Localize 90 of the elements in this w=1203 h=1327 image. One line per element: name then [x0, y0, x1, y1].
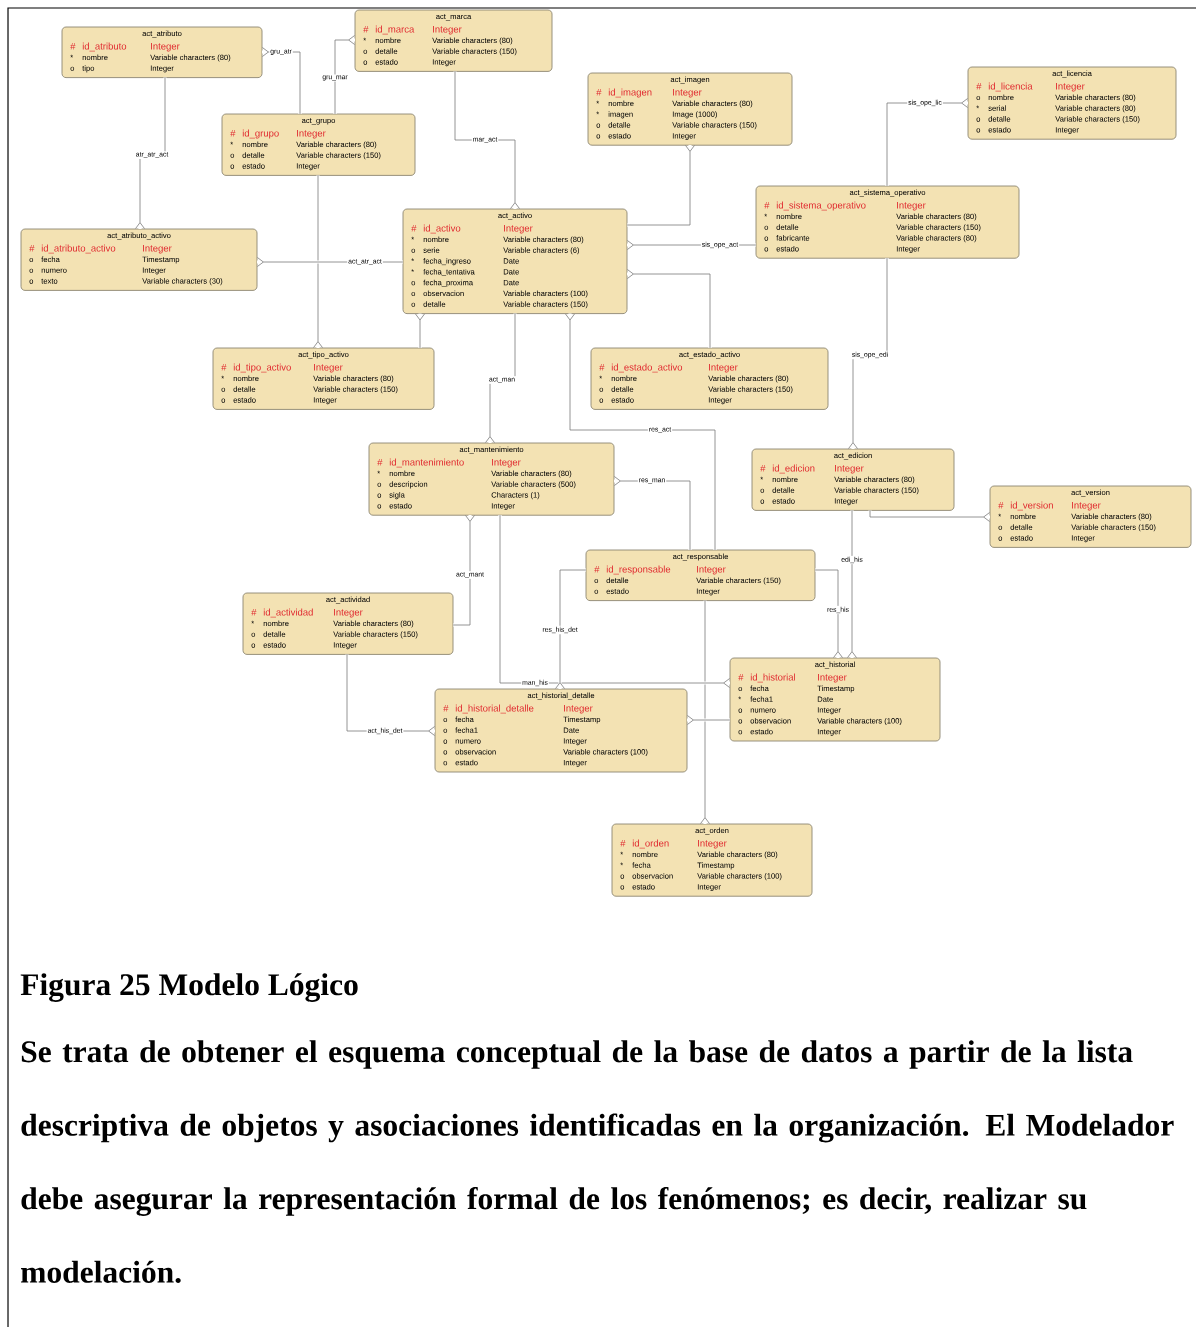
key-marker: # [976, 83, 982, 90]
relationship-line [262, 47, 302, 115]
key-marker: # [998, 502, 1004, 509]
relationship-line [627, 269, 712, 349]
data-type: Integer [818, 673, 847, 683]
primary-key-name: id_historial_detalle [455, 704, 534, 714]
primary-key-name: id_version [1010, 501, 1053, 511]
primary-key-name: id_grupo [242, 129, 279, 139]
entity-table [368, 442, 615, 516]
primary-key-name: id_marca [375, 25, 415, 35]
primary-key-name: id_atributo_activo [41, 244, 116, 254]
data-type: Integer [1072, 501, 1101, 511]
primary-key-name: id_orden [632, 839, 669, 849]
data-type: Integer [314, 363, 343, 373]
relationship-line [452, 515, 475, 627]
data-type: Integer [297, 129, 326, 139]
entity-table [755, 185, 1020, 259]
entity-table [989, 485, 1192, 548]
entity-table [20, 228, 258, 291]
data-type: Integer [697, 565, 726, 575]
key-marker: # [594, 566, 600, 573]
entity-table [729, 657, 941, 742]
key-marker: # [70, 43, 76, 50]
relationship-line [333, 35, 355, 115]
key-marker: # [377, 459, 383, 466]
entity-table [212, 347, 435, 410]
primary-key-name: id_sistema_operativo [776, 201, 866, 211]
data-type: Integer [1056, 82, 1085, 92]
data-type: Integer [334, 608, 363, 618]
key-marker: # [221, 364, 227, 371]
primary-key-name: id_responsable [606, 565, 671, 575]
paragraph: Se trata de obtener el esquema conceptual de la base de datos a partir de la lista descriptiva de objetos y asociaciones identificadas en la organización. El Modelador debe asegurar la representación formal de los fenómenos; es decir, realizar su modelación. [21, 1040, 1174, 1283]
entity-table [221, 113, 416, 176]
primary-key-name: id_tipo_activo [233, 363, 291, 373]
primary-key-name: id_imagen [608, 88, 652, 98]
relationship-line [626, 145, 695, 227]
relationship-line [453, 71, 520, 209]
entity-table [354, 9, 553, 72]
relationship-line [847, 510, 857, 658]
entity-table [590, 347, 829, 410]
key-marker: # [230, 130, 236, 137]
relationship-line [415, 313, 425, 349]
entity-table [585, 549, 816, 602]
entity-table [967, 66, 1177, 140]
relationship-line [868, 510, 990, 522]
data-type: Integer [151, 42, 180, 52]
key-marker: # [764, 202, 770, 209]
primary-key-name: id_atributo [82, 42, 127, 52]
entity-table [242, 592, 454, 655]
data-type: Integer [897, 201, 926, 211]
data-type: Integer [709, 363, 738, 373]
data-type: Integer [433, 25, 462, 35]
key-marker: # [620, 840, 626, 847]
data-type: Integer [564, 704, 593, 714]
relationship-line [498, 514, 730, 688]
data-type: Integer [143, 244, 172, 254]
key-marker: # [760, 465, 766, 472]
relationship-line [687, 715, 731, 725]
key-marker: # [363, 26, 369, 33]
data-type: Integer [492, 458, 521, 468]
primary-key-name: id_licencia [988, 82, 1033, 92]
key-marker: # [411, 225, 417, 232]
entity-table [434, 688, 688, 773]
entity-table [402, 208, 628, 315]
key-marker: # [596, 89, 602, 96]
relationship-line [555, 568, 587, 689]
relationship-line [565, 313, 717, 551]
data-type: Integer [504, 224, 533, 234]
entity-table [751, 448, 955, 511]
entity-table [611, 823, 813, 897]
data-type: Integer [835, 464, 864, 474]
primary-key-name: id_estado_activo [611, 363, 683, 373]
relationship-line [313, 175, 323, 348]
data-type: Integer [673, 88, 702, 98]
primary-key-name: id_actividad [263, 608, 313, 618]
key-marker: # [599, 364, 605, 371]
primary-key-name: id_historial [750, 673, 795, 683]
key-marker: # [251, 609, 257, 616]
data-type: Integer [698, 839, 727, 849]
primary-key-name: id_activo [423, 224, 461, 234]
entity-table [587, 72, 793, 146]
primary-key-name: id_edicion [772, 464, 815, 474]
primary-key-name: id_mantenimiento [389, 458, 464, 468]
figure-caption: Figura 25 Modelo Lógico [20, 973, 358, 1002]
entity-table [61, 26, 263, 79]
key-marker: # [29, 245, 35, 252]
relationship-line [814, 568, 843, 658]
key-marker: # [443, 705, 449, 712]
key-marker: # [738, 674, 744, 681]
relationship-line [700, 600, 710, 824]
